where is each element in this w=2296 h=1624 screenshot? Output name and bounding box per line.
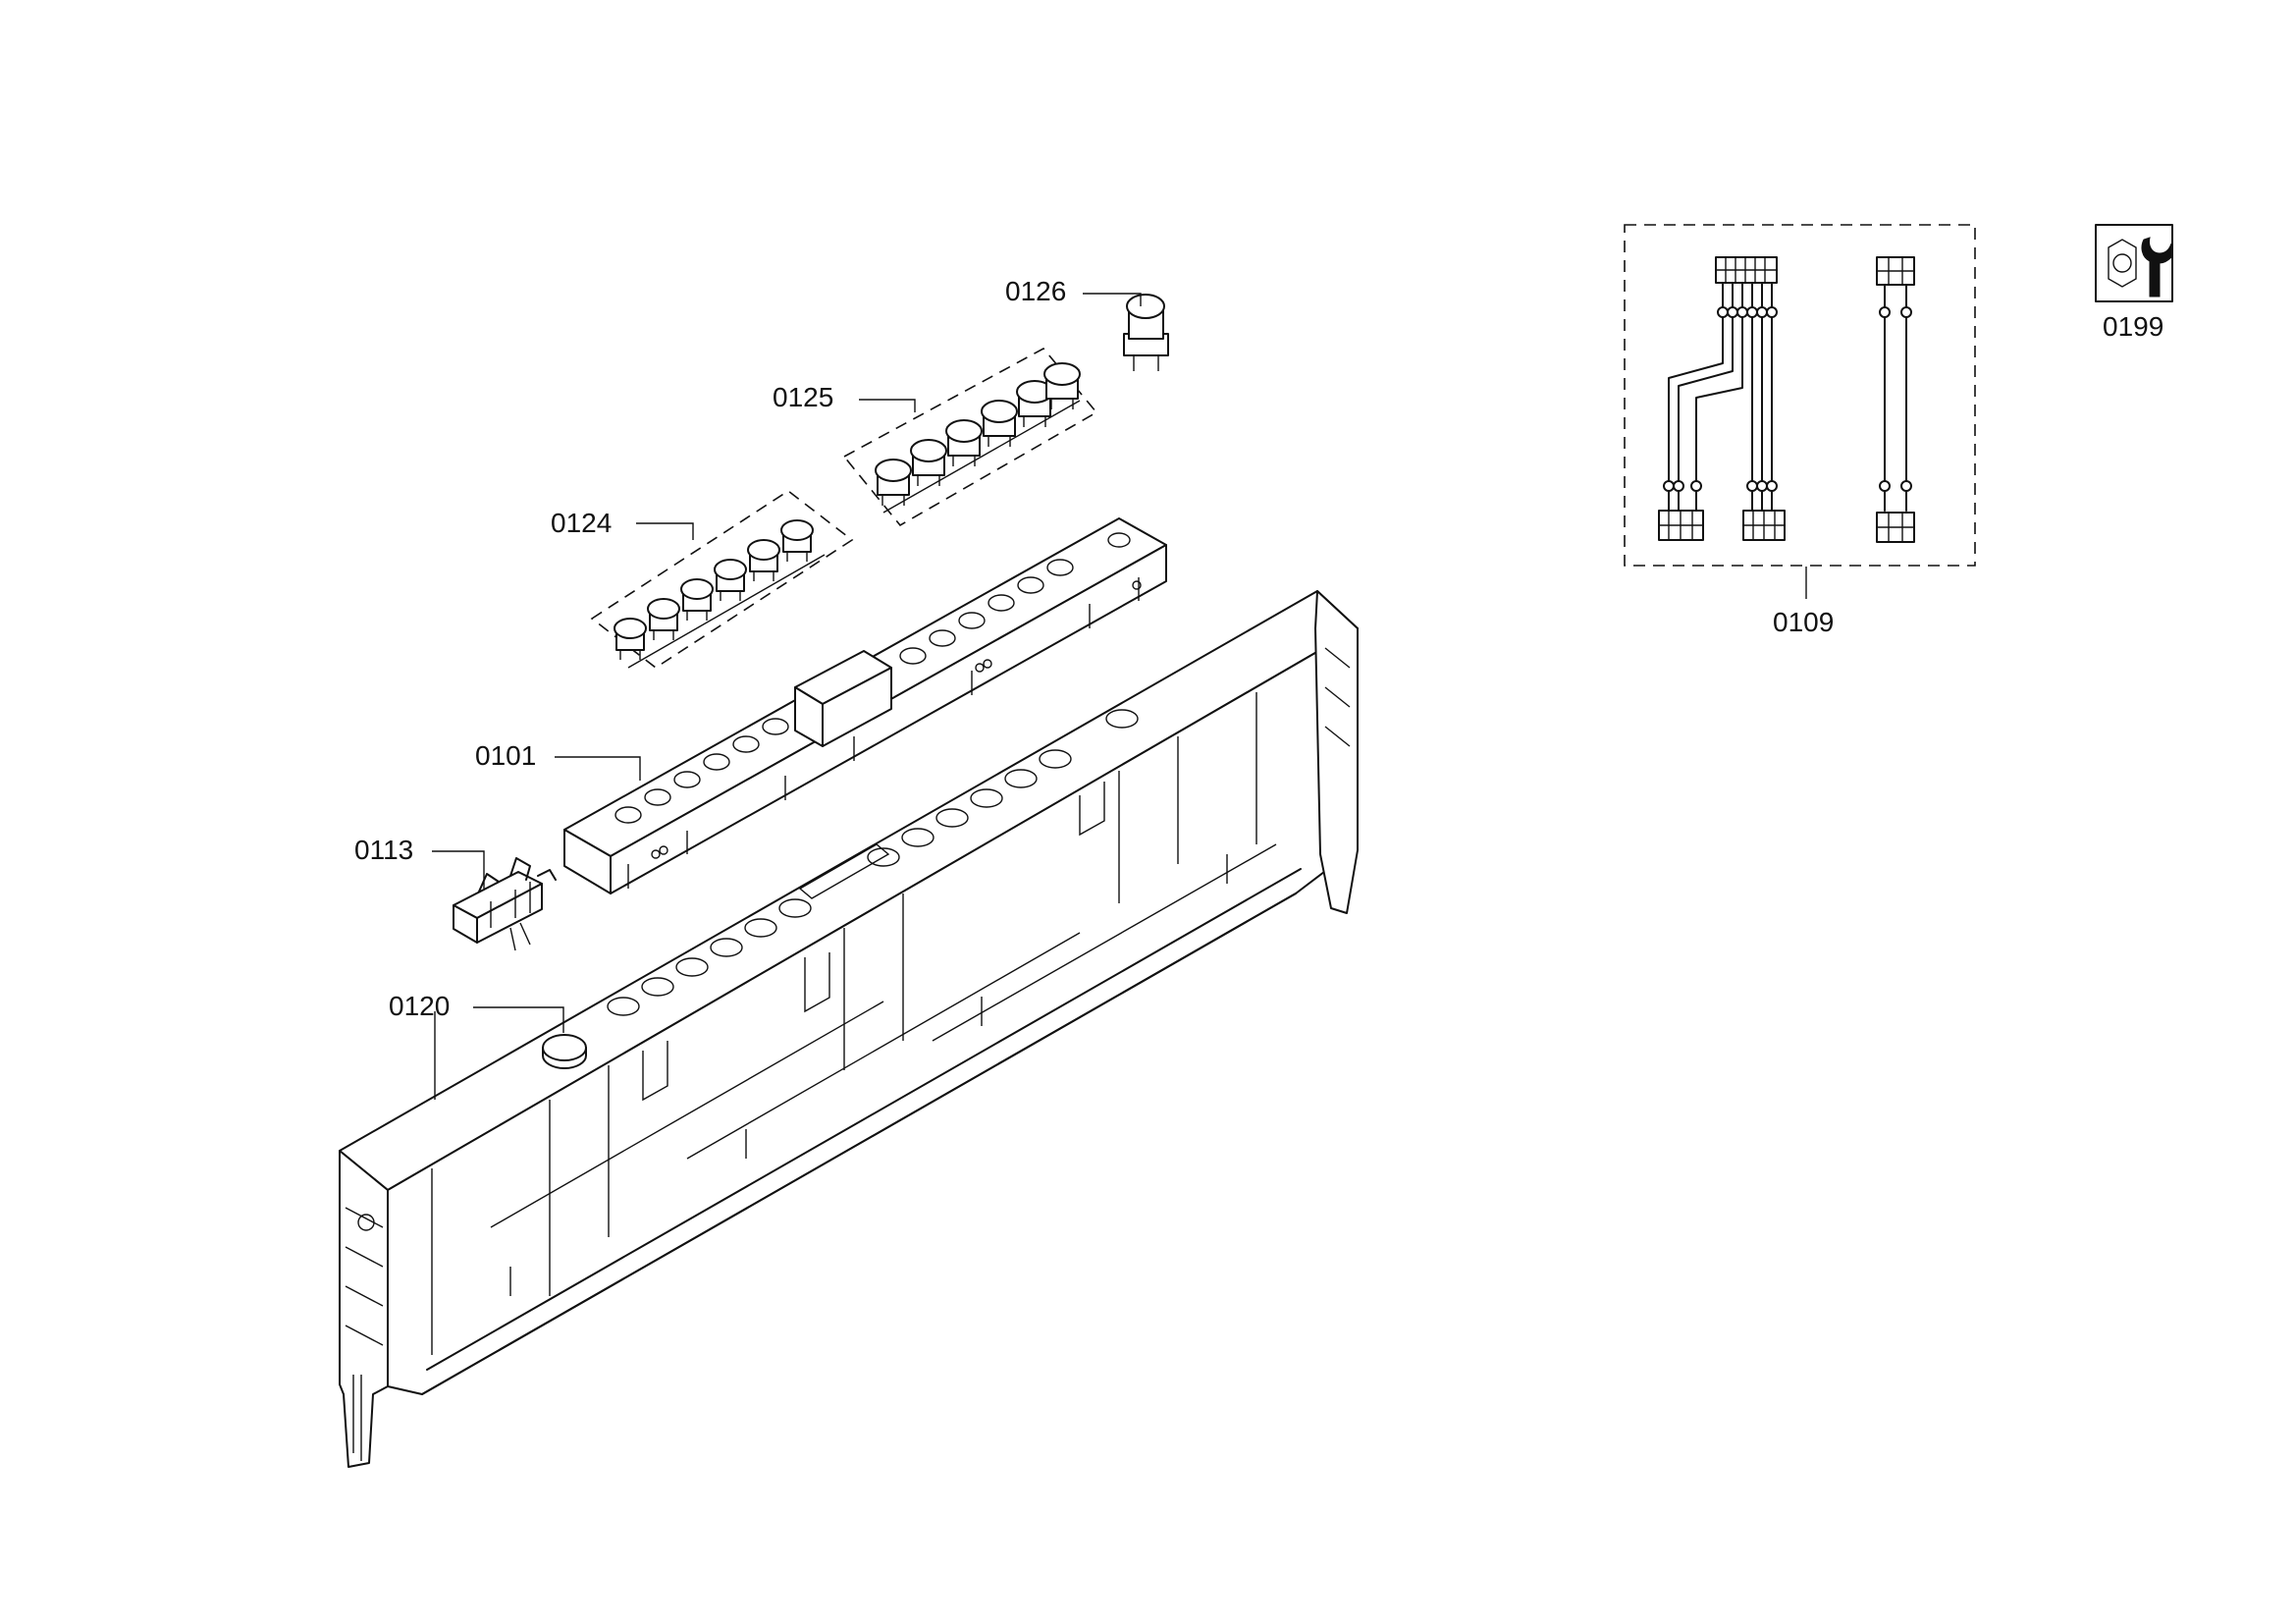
label-0199: 0199	[2103, 311, 2163, 342]
strip-0125-buttons	[875, 362, 1081, 506]
part-0109-cable-harness	[1624, 224, 1976, 567]
part-0126-single-button	[1123, 294, 1169, 371]
part-0125-button-strip	[842, 347, 1098, 527]
label-0124: 0124	[551, 508, 612, 538]
part-labels: 0126 0125 0124 0101 0113 0120 0109 0199	[354, 276, 2163, 1021]
part-0120-round-button	[542, 1034, 587, 1069]
label-0101: 0101	[475, 740, 536, 771]
label-0120: 0120	[389, 991, 450, 1021]
module-keys	[614, 532, 1131, 824]
leader-lines	[432, 293, 1807, 1100]
wrench-nut-icon	[2095, 224, 2173, 302]
strip-0124-buttons	[614, 519, 814, 660]
label-0126: 0126	[1005, 276, 1066, 306]
button-holes	[607, 709, 1139, 1016]
label-0113: 0113	[354, 835, 413, 865]
label-0109: 0109	[1773, 607, 1834, 637]
part-0120-control-panel	[339, 590, 1359, 1468]
part-0101-electronic-module	[563, 517, 1167, 894]
label-0125: 0125	[773, 382, 833, 412]
part-0113-connector	[453, 857, 557, 951]
part-0124-button-strip	[590, 490, 854, 669]
